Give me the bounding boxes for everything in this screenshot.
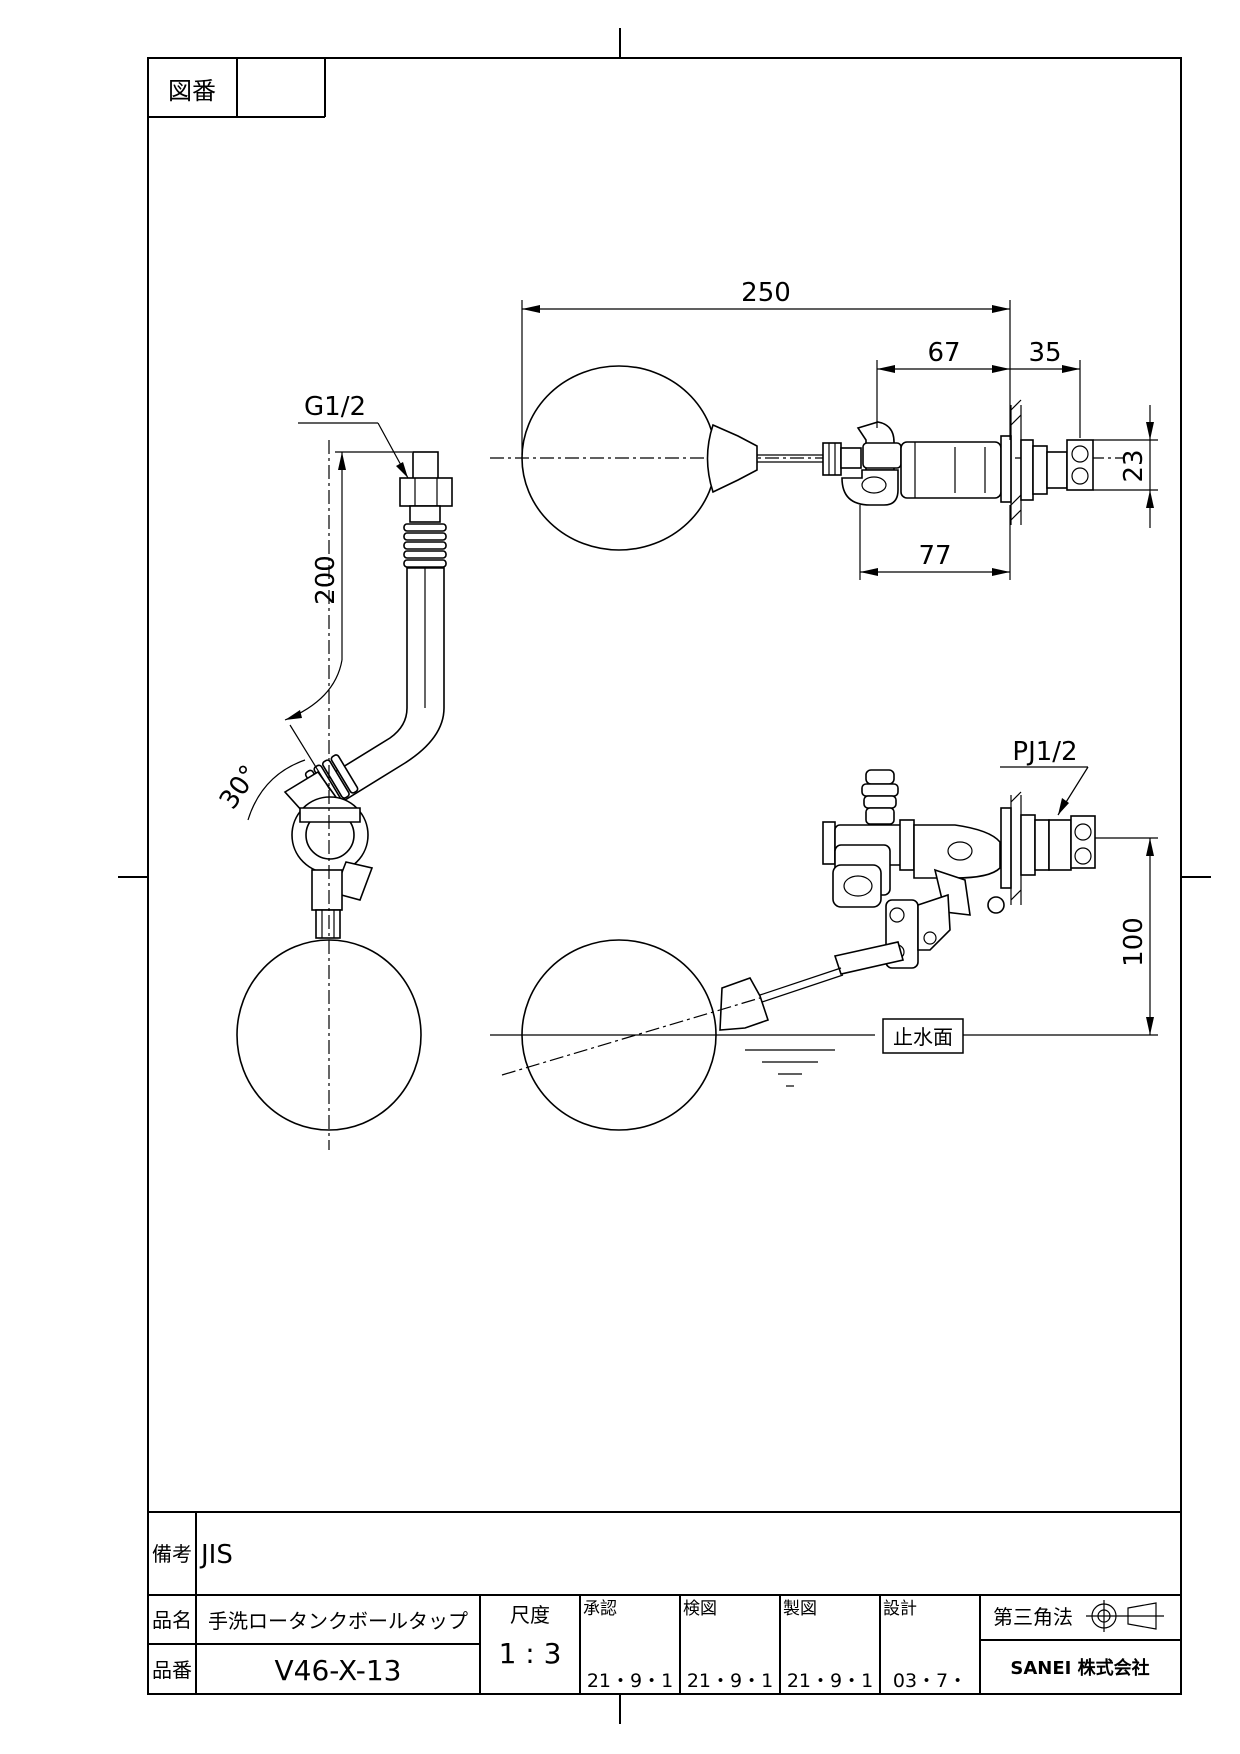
dim-body-length: 77 [918,541,951,571]
approved-date: 21・9・1 [587,1670,673,1692]
dim-nut-width: 23 [1119,449,1149,482]
corrugated-hose [403,523,447,568]
dim-thread-length: 35 [1028,338,1061,368]
projection-label: 第三角法 [993,1605,1073,1629]
title-block: 備考 JIS 品名 手洗ロータンクボールタップ 品番 V46-X-13 尺度 1… [148,1511,1181,1694]
drawn-label: 製図 [783,1599,817,1619]
label-water-stop-level: 止水面 [893,1025,953,1049]
product-number-label: 品番 [152,1658,192,1682]
approved-label: 承認 [583,1599,617,1619]
dim-overall-length: 250 [741,278,791,308]
elevation-dimensions: PJ1/2 100 止水面 [882,737,1158,1054]
label-side-thread: PJ1/2 [1012,737,1077,767]
label-top-thread: G1/2 [304,392,366,422]
water-stop-level-box [882,1018,964,1054]
checked-date: 21・9・1 [687,1670,773,1692]
product-number-value: V46-X-13 [274,1654,401,1687]
drawing-number-box: 図番 [148,58,326,118]
product-name-label: 品名 [152,1608,192,1632]
remarks-label: 備考 [152,1542,192,1566]
dim-water-level: 100 [1119,917,1149,967]
plan-view [490,365,1125,551]
designed-date: 03・7・ [893,1670,967,1692]
designed-label: 設計 [883,1599,917,1619]
drawn-date: 21・9・1 [787,1670,873,1692]
side-view [236,440,453,1150]
elevation-view [490,769,1096,1131]
scale-value: 1 : 3 [499,1637,562,1670]
centering-marks [118,28,1211,1724]
drawing-number-label: 図番 [168,77,216,105]
scale-label: 尺度 [510,1603,550,1627]
dim-angle: 30° [214,760,265,815]
product-name-value: 手洗ロータンクボールタップ [208,1609,468,1633]
remarks-value: JIS [199,1540,233,1570]
company-name: SANEI 株式会社 [1010,1657,1149,1679]
plan-dimensions: 250 67 35 77 23 [521,278,1158,580]
dim-height: 200 [311,555,341,605]
drawing-frame [147,57,1182,1695]
third-angle-projection-icon [1086,1600,1164,1632]
dim-pipe-length: 67 [927,338,960,368]
checked-label: 検図 [683,1599,717,1619]
